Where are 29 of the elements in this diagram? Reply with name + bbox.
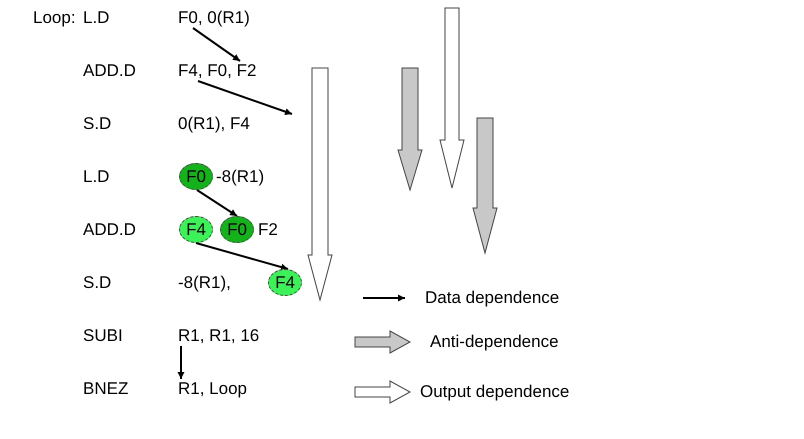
instruction-mnemonic: S.D [83,273,112,293]
data-dependence-arrow [192,27,241,62]
legend-text: Data dependence [425,288,560,308]
legend-text: Output dependence [420,382,570,402]
legend-text: Anti-dependence [430,332,559,352]
data-dependence-arrow [196,242,288,270]
operand-text: -8(R1), [178,273,231,293]
instruction-mnemonic: S.D [83,114,112,134]
instruction-mnemonic: BNEZ [83,379,128,399]
data-dependence-arrow [198,80,292,115]
instruction-mnemonic: SUBI [83,326,123,346]
highlighted-register: F0 [220,216,254,243]
instruction-mnemonic: L.D [83,167,110,187]
operand-text: R1, Loop [178,379,247,399]
operand-text: -8(R1) [216,167,264,187]
instruction-mnemonic: ADD.D [83,61,136,81]
highlighted-register: F4 [179,216,213,243]
operand-text: 0(R1), F4 [178,114,250,134]
operand-text: F4, F0, F2 [178,61,256,81]
loop-label: Loop: [33,8,76,28]
highlighted-register: F0 [179,163,213,190]
highlighted-register: F4 [268,269,302,296]
instruction-mnemonic: L.D [83,8,110,28]
data-dependence-arrow [196,189,238,217]
operand-text: F0, 0(R1) [178,8,250,28]
data-dependence-arrow [178,346,184,379]
operand-text: R1, R1, 16 [178,326,260,346]
instruction-mnemonic: ADD.D [83,220,136,240]
operand-text: F2 [258,220,278,240]
